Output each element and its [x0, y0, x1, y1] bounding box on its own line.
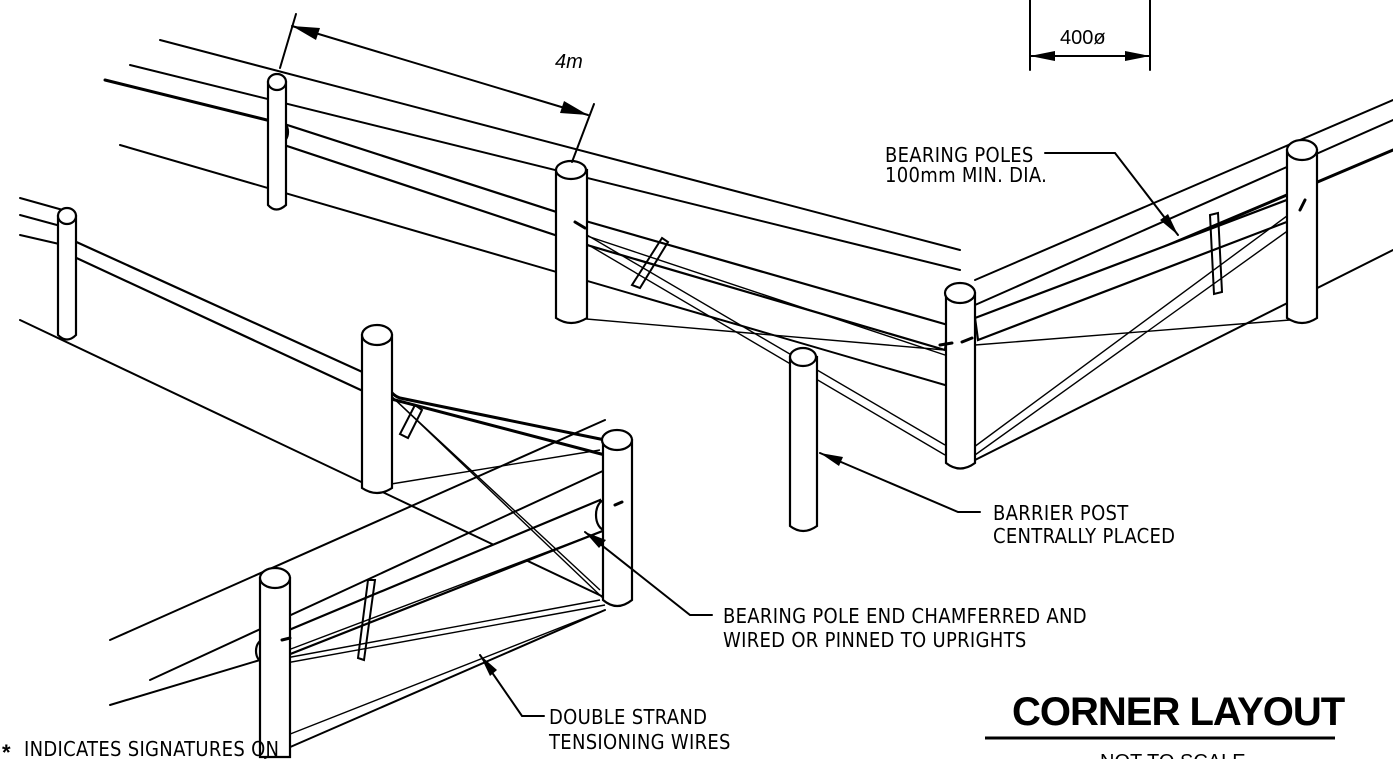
dimension-4m: 4m: [279, 13, 595, 163]
wires-label-2: TENSIONING WIRES: [548, 730, 731, 754]
barrier-post-callout: BARRIER POST CENTRALLY PLACED: [819, 452, 1175, 548]
pole-end-label-2: WIRED OR PINNED TO UPRIGHTS: [723, 628, 1027, 652]
title-block: CORNER LAYOUT NOT TO SCALE: [985, 690, 1346, 759]
background-lines: [19, 39, 1393, 759]
dimension-400: 400ø: [1029, 0, 1151, 71]
drawing-title: CORNER LAYOUT: [1012, 690, 1345, 734]
bearing-poles-label-1: BEARING POLES: [885, 143, 1034, 167]
dimension-400-text: 400ø: [1060, 27, 1106, 49]
barrier-post-label-2: CENTRALLY PLACED: [993, 524, 1175, 548]
wires-callout: DOUBLE STRAND TENSIONING WIRES: [479, 654, 731, 754]
wire-twisters: [356, 211, 1224, 662]
barrier-post-label-1: BARRIER POST: [993, 501, 1129, 525]
bearing-poles-callout: BEARING POLES 100mm MIN. DIA.: [885, 143, 1179, 236]
drawing-subtitle: NOT TO SCALE: [1100, 751, 1246, 759]
signature-note: * INDICATES SIGNATURES ON: [2, 737, 279, 759]
asterisk-icon: *: [2, 740, 11, 759]
tensioning-wires: [274, 209, 1301, 741]
note-text: INDICATES SIGNATURES ON: [24, 737, 279, 759]
bearing-poles-label-2: 100mm MIN. DIA.: [885, 163, 1047, 187]
wires-label-1: DOUBLE STRAND: [549, 705, 707, 729]
dimension-4m-text: 4m: [555, 51, 583, 73]
pole-end-callout: BEARING POLE END CHAMFERRED AND WIRED OR…: [584, 531, 1087, 652]
uprights: [56, 72, 1319, 759]
rail-pins: [280, 198, 1307, 642]
pole-end-label-1: BEARING POLE END CHAMFERRED AND: [723, 604, 1087, 628]
